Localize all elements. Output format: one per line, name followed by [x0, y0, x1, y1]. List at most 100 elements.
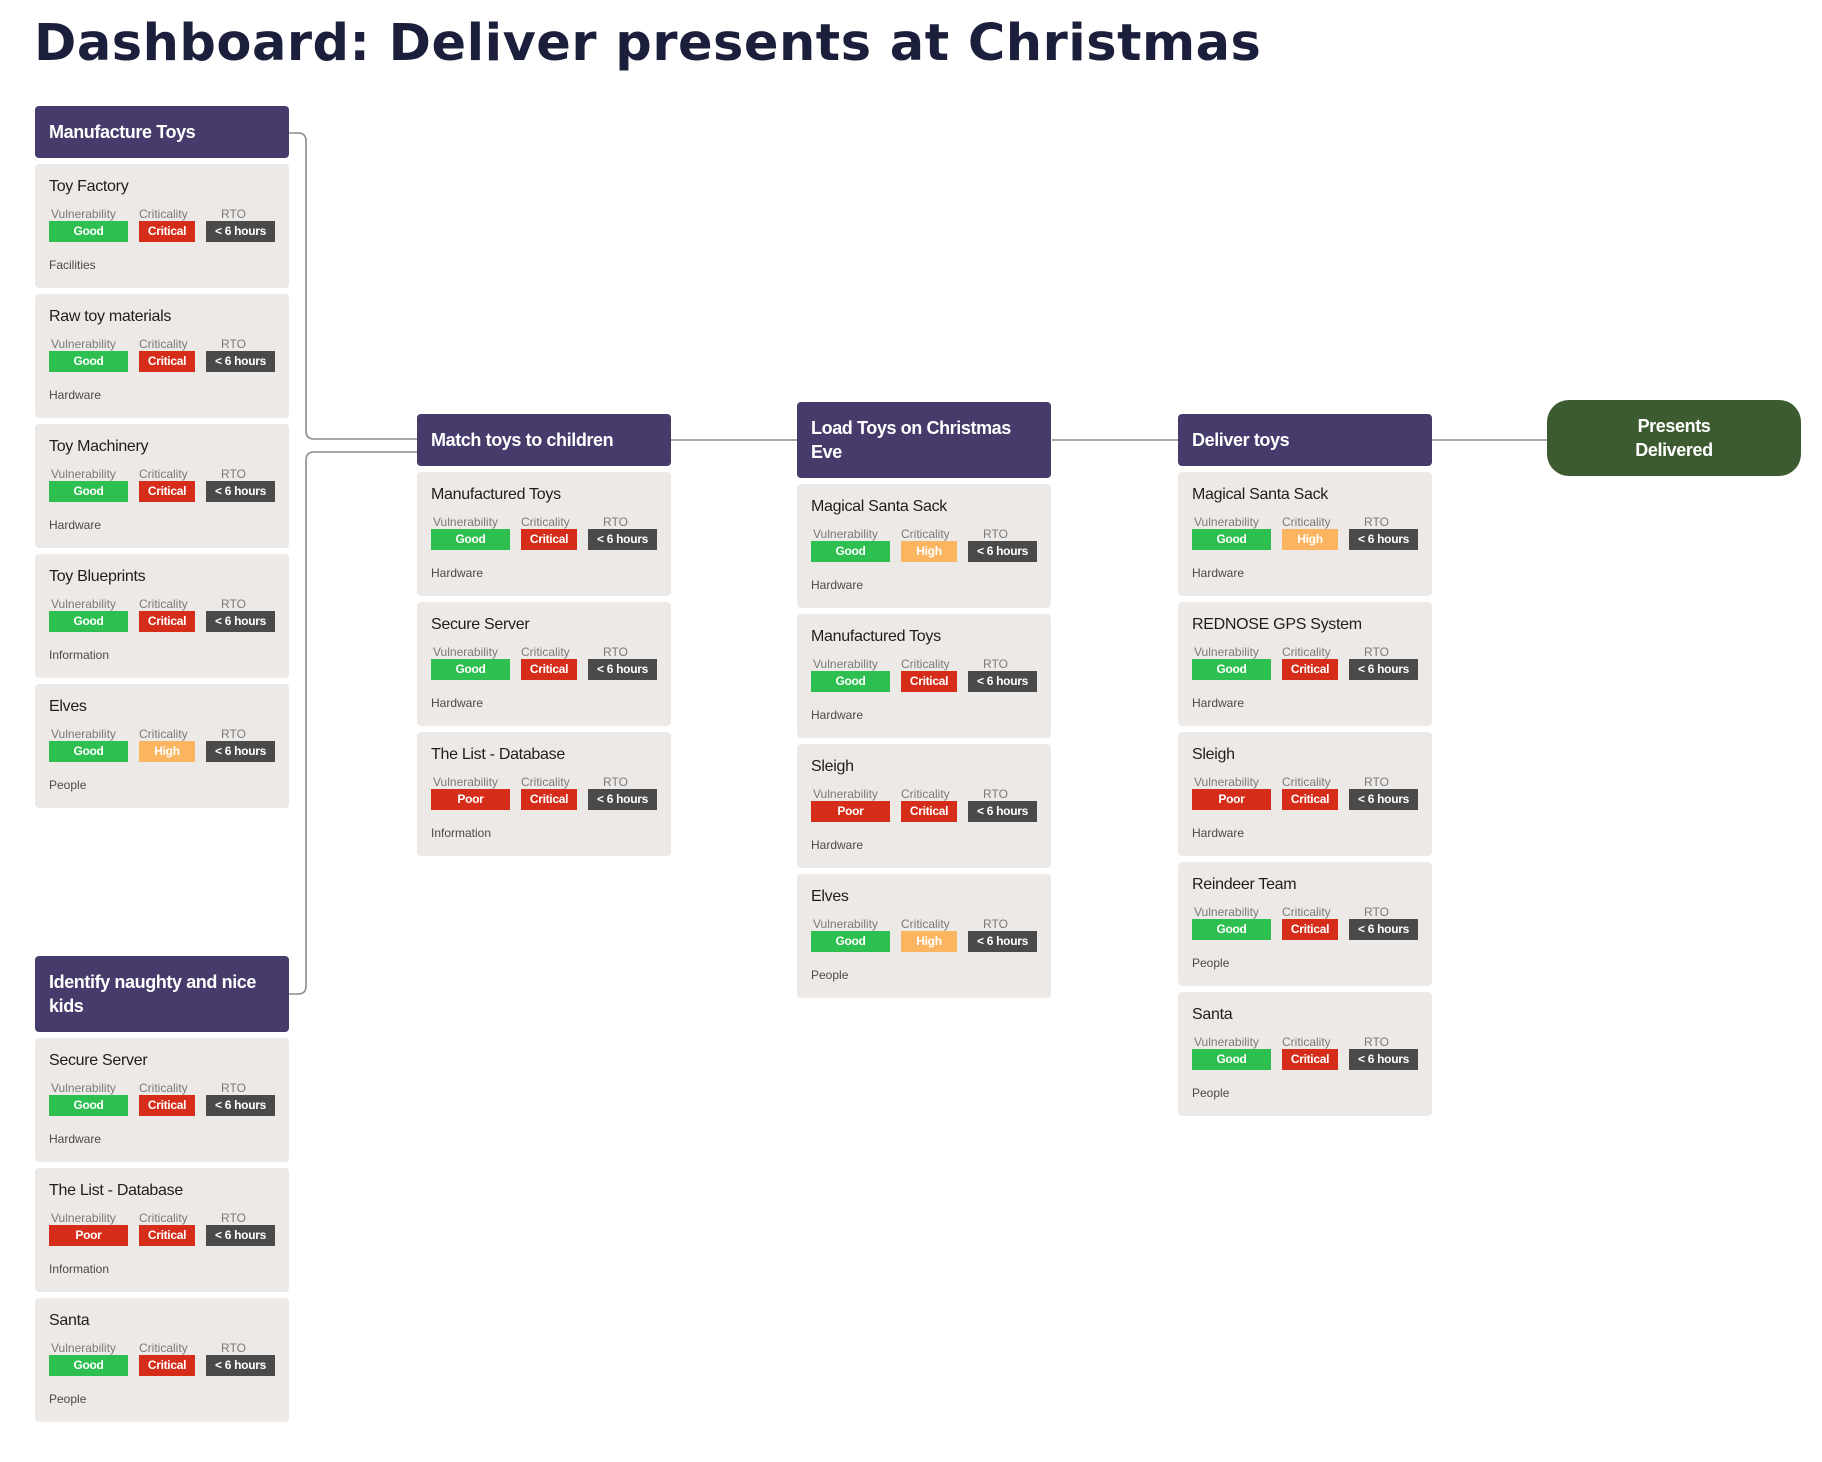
connector-identify-to-match — [289, 451, 417, 995]
asset-name: Magical Santa Sack — [1192, 486, 1329, 503]
criticality-label: Criticality — [521, 645, 570, 659]
vulnerability-label: Vulnerability — [51, 1081, 116, 1095]
vulnerability-badge: Good — [49, 1095, 128, 1116]
rto-label: RTO — [221, 1081, 246, 1095]
criticality-badge: High — [139, 741, 195, 762]
criticality-label: Criticality — [139, 597, 188, 611]
rto-badge: < 6 hours — [206, 481, 275, 502]
asset-type: Information — [49, 648, 110, 662]
criticality-badge: Critical — [521, 789, 577, 810]
criticality-label: Criticality — [1282, 645, 1331, 659]
asset-name: Santa — [49, 1312, 90, 1329]
rto-badge: < 6 hours — [206, 741, 275, 762]
rto-badge: < 6 hours — [206, 1095, 275, 1116]
vulnerability-label: Vulnerability — [433, 775, 498, 789]
asset-name: Sleigh — [811, 758, 854, 775]
vulnerability-badge: Good — [811, 541, 890, 562]
criticality-label: Criticality — [901, 527, 950, 541]
criticality-badge: Critical — [901, 801, 957, 822]
asset-type: Information — [49, 1262, 110, 1276]
asset-type: Hardware — [811, 578, 864, 592]
vulnerability-label: Vulnerability — [51, 597, 116, 611]
rto-badge: < 6 hours — [588, 659, 657, 680]
group-header[interactable]: Manufacture Toys — [35, 106, 289, 158]
asset-name: The List - Database — [49, 1182, 183, 1199]
presents-delivered-node[interactable]: Presents Delivered — [1547, 400, 1801, 476]
group-title-line: Eve — [811, 442, 842, 462]
rto-label: RTO — [983, 527, 1008, 541]
asset-type: People — [1192, 956, 1230, 970]
criticality-label: Criticality — [521, 515, 570, 529]
terminal-line: Delivered — [1635, 440, 1713, 460]
vulnerability-badge: Good — [1192, 1049, 1271, 1070]
vulnerability-badge: Poor — [431, 789, 510, 810]
rto-label: RTO — [983, 787, 1008, 801]
criticality-label: Criticality — [1282, 1035, 1331, 1049]
vulnerability-badge: Poor — [49, 1225, 128, 1246]
rto-badge: < 6 hours — [206, 1355, 275, 1376]
rto-label: RTO — [603, 515, 628, 529]
vulnerability-label: Vulnerability — [1194, 905, 1259, 919]
group-title: Match toys to children — [431, 428, 614, 452]
criticality-badge: Critical — [1282, 919, 1338, 940]
rto-label: RTO — [221, 1341, 246, 1355]
rto-badge: < 6 hours — [206, 1225, 275, 1246]
asset-type: Hardware — [49, 388, 102, 402]
rto-badge: < 6 hours — [1349, 1049, 1418, 1070]
asset-name: Elves — [811, 888, 849, 905]
criticality-badge: Critical — [521, 529, 577, 550]
vulnerability-badge: Good — [811, 671, 890, 692]
rto-badge: < 6 hours — [968, 801, 1037, 822]
vulnerability-badge: Good — [1192, 919, 1271, 940]
process-group-match-toys: Match toys to children Manufactured Toys… — [417, 414, 671, 862]
criticality-badge: Critical — [901, 671, 957, 692]
criticality-badge: High — [1282, 529, 1338, 550]
rto-label: RTO — [221, 597, 246, 611]
asset-name: Secure Server — [431, 616, 530, 633]
asset-name: Manufactured Toys — [811, 628, 941, 645]
group-header[interactable]: Deliver toys — [1178, 414, 1432, 466]
vulnerability-label: Vulnerability — [433, 515, 498, 529]
metric-labels: Vulnerability Criticality RTO — [431, 515, 659, 529]
group-header[interactable]: Match toys to children — [417, 414, 671, 466]
rto-label: RTO — [221, 467, 246, 481]
group-title-line: Identify naughty and nice — [49, 972, 257, 992]
